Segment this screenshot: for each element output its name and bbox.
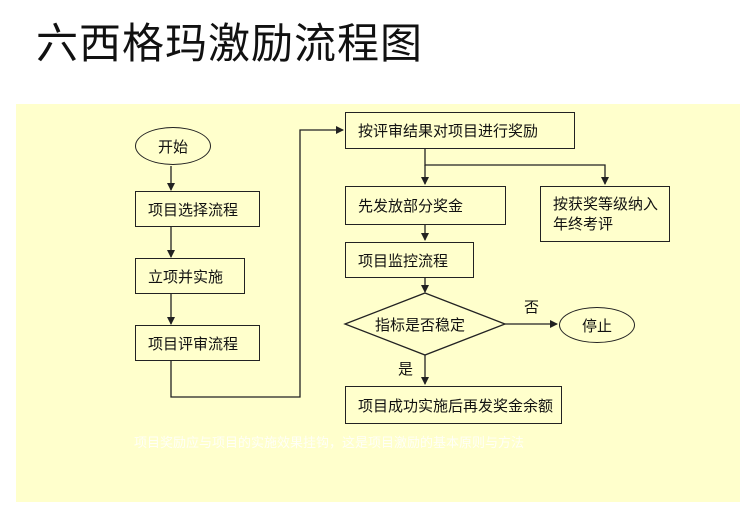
footnote: 项目奖励应与项目的实施效果挂钩，这是项目激励的基本原则与方法: [134, 436, 525, 451]
node-project-monitoring: 项目监控流程: [345, 242, 474, 278]
node-final-bonus: 项目成功实施后再发奖金余额: [345, 386, 562, 424]
arrow-reward-branch: [424, 149, 609, 185]
decision-diamond: [343, 292, 507, 356]
flowchart-panel: [16, 104, 740, 502]
node-project-selection: 项目选择流程: [135, 191, 260, 227]
node-project-review: 项目评审流程: [135, 325, 260, 361]
decision-label: 指标是否稳定: [375, 316, 466, 334]
arrow-review-to-reward: [170, 126, 344, 398]
node-reward-by-result: 按评审结果对项目进行奖励: [345, 112, 575, 149]
page-title: 六西格玛激励流程图: [36, 19, 424, 68]
node-partial-bonus: 先发放部分奖金: [345, 186, 506, 225]
branch-no-label: 否: [524, 298, 540, 316]
node-stop: 停止: [559, 307, 635, 343]
branch-yes-label: 是: [398, 360, 414, 378]
node-start: 开始: [135, 127, 211, 165]
node-annual-evaluation: 按获奖等级纳入年终考评: [540, 186, 670, 242]
node-approve-implement: 立项并实施: [135, 258, 245, 294]
